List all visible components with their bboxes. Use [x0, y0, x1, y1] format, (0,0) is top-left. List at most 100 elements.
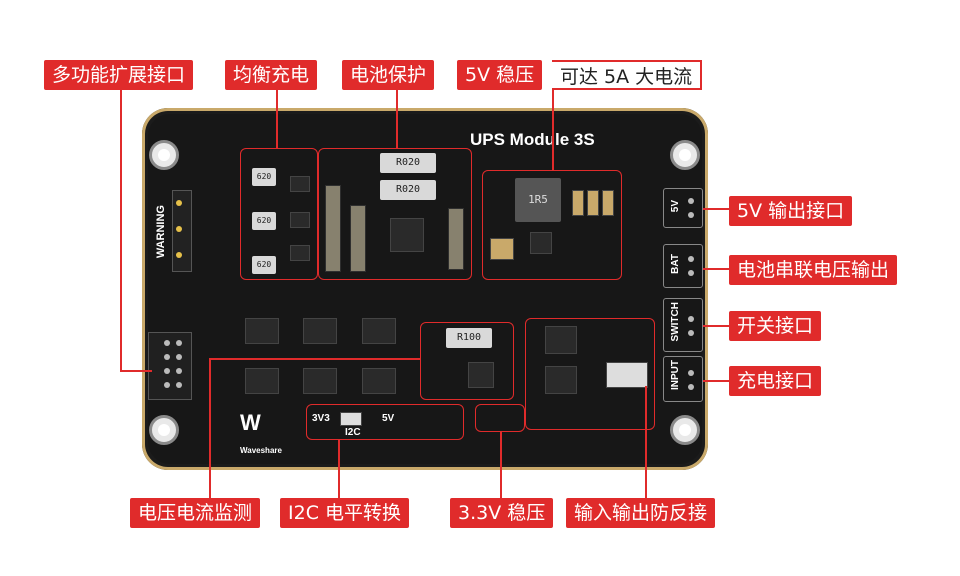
label-multi-function-port: 多功能扩展接口	[44, 60, 194, 90]
protect-resistor-array-1	[325, 185, 341, 272]
leader-i2c	[338, 440, 340, 498]
label-3v3-regulator: 3.3V 稳压	[450, 498, 554, 528]
board-title: UPS Module 3S	[470, 130, 595, 149]
label-i2c-level-shift: I2C 电平转换	[280, 498, 409, 528]
leader-charge	[703, 380, 729, 382]
expansion-header[interactable]	[148, 332, 192, 400]
port-input-pin-2	[688, 384, 694, 390]
warning-silk: WARNING	[155, 205, 167, 259]
voltage-current-monitor-box	[420, 322, 514, 400]
header-pin	[164, 354, 170, 360]
label-balance-charge: 均衡充电	[225, 60, 318, 90]
label-5v-regulator: 5V 稳压	[457, 60, 543, 90]
input-fuse	[606, 362, 648, 388]
led-1	[176, 200, 182, 206]
level-jumper[interactable]	[340, 412, 362, 426]
shunt-r020-b: R020	[380, 180, 436, 200]
balance-ic-3	[290, 245, 310, 261]
resistor-620-b: 620	[252, 212, 276, 230]
header-pin	[176, 382, 182, 388]
header-pin	[164, 368, 170, 374]
label-switch-port: 开关接口	[729, 311, 822, 341]
label-5v-output: 5V 输出接口	[729, 196, 853, 226]
balance-ic-1	[290, 176, 310, 192]
port-5v-pin-1	[688, 198, 694, 204]
regulator-ic	[530, 232, 552, 254]
mount-hole-bottom-right	[670, 415, 700, 445]
monitor-ic-3	[362, 318, 396, 344]
monitor-ic-5	[303, 368, 337, 394]
shunt-r100: R100	[446, 328, 492, 348]
label-battery-protect: 电池保护	[342, 60, 435, 90]
capacitor-2	[587, 190, 599, 216]
reverse-ic-2	[545, 366, 577, 394]
protect-resistor-array-2	[350, 205, 366, 272]
leader-bat	[703, 268, 729, 270]
port-5v[interactable]	[663, 188, 703, 228]
header-pin	[164, 382, 170, 388]
silk-i2c: I2C	[345, 427, 361, 438]
inductor-1r5: 1R5	[515, 178, 561, 222]
leader-multi-h	[120, 370, 152, 372]
waveshare-logo-icon: W	[240, 410, 261, 435]
leader-balance	[276, 90, 278, 148]
port-switch[interactable]	[663, 298, 703, 352]
port-bat-silk: BAT	[670, 254, 681, 274]
mount-hole-top-left	[149, 140, 179, 170]
leader-protect	[396, 90, 398, 148]
leader-switch	[703, 325, 729, 327]
shunt-r020-a: R020	[380, 153, 436, 173]
monitor-ic-6	[362, 368, 396, 394]
port-5v-silk: 5V	[670, 200, 681, 213]
monitor-ic-2	[303, 318, 337, 344]
leader-reverse	[645, 386, 647, 498]
protect-resistor-array-3	[448, 208, 464, 270]
brand-silk: Waveshare	[240, 446, 282, 455]
port-input[interactable]	[663, 356, 703, 402]
leader-5v-reg	[552, 90, 554, 170]
label-reverse-protection: 输入输出防反接	[566, 498, 716, 528]
resistor-620-a: 620	[252, 168, 276, 186]
balance-charge-box	[240, 148, 318, 280]
leader-3v3	[500, 432, 502, 498]
i2c-level-shift-box	[306, 404, 464, 440]
header-pin	[176, 368, 182, 374]
port-bat-pin-1	[688, 256, 694, 262]
silk-3v3: 3V3	[312, 413, 330, 424]
silk-5v: 5V	[382, 413, 395, 424]
label-voltage-current-monitor: 电压电流监测	[130, 498, 261, 528]
port-input-silk: INPUT	[670, 360, 681, 390]
port-switch-silk: SWITCH	[670, 302, 681, 342]
capacitor-3	[602, 190, 614, 216]
regulator-5v-box	[482, 170, 622, 280]
led-3	[176, 252, 182, 258]
protect-ic	[390, 218, 424, 252]
port-bat[interactable]	[663, 244, 703, 288]
port-switch-pin-1	[688, 316, 694, 322]
balance-ic-2	[290, 212, 310, 228]
battery-protect-box	[318, 148, 472, 280]
monitor-ic-4	[245, 368, 279, 394]
regulator-cap-pair	[490, 238, 514, 260]
capacitor-1	[572, 190, 584, 216]
port-switch-pin-2	[688, 330, 694, 336]
led-2	[176, 226, 182, 232]
mount-hole-top-right	[670, 140, 700, 170]
reverse-ic-1	[545, 326, 577, 354]
mount-hole-bottom-left	[149, 415, 179, 445]
monitor-ic-main	[468, 362, 494, 388]
label-5v-regulator-note: 可达 5A 大电流	[552, 60, 703, 90]
resistor-620-c: 620	[252, 256, 276, 274]
reverse-protection-box	[525, 318, 655, 430]
header-pin	[176, 354, 182, 360]
label-battery-series-output: 电池串联电压输出	[729, 255, 898, 285]
monitor-ic-1	[245, 318, 279, 344]
leader-monitor-h	[209, 358, 420, 360]
port-5v-pin-2	[688, 212, 694, 218]
header-pin	[176, 340, 182, 346]
leader-monitor	[209, 358, 211, 498]
leader-multi	[120, 90, 122, 372]
label-charge-port: 充电接口	[729, 366, 822, 396]
battery-led-column	[172, 190, 192, 272]
port-bat-pin-2	[688, 270, 694, 276]
